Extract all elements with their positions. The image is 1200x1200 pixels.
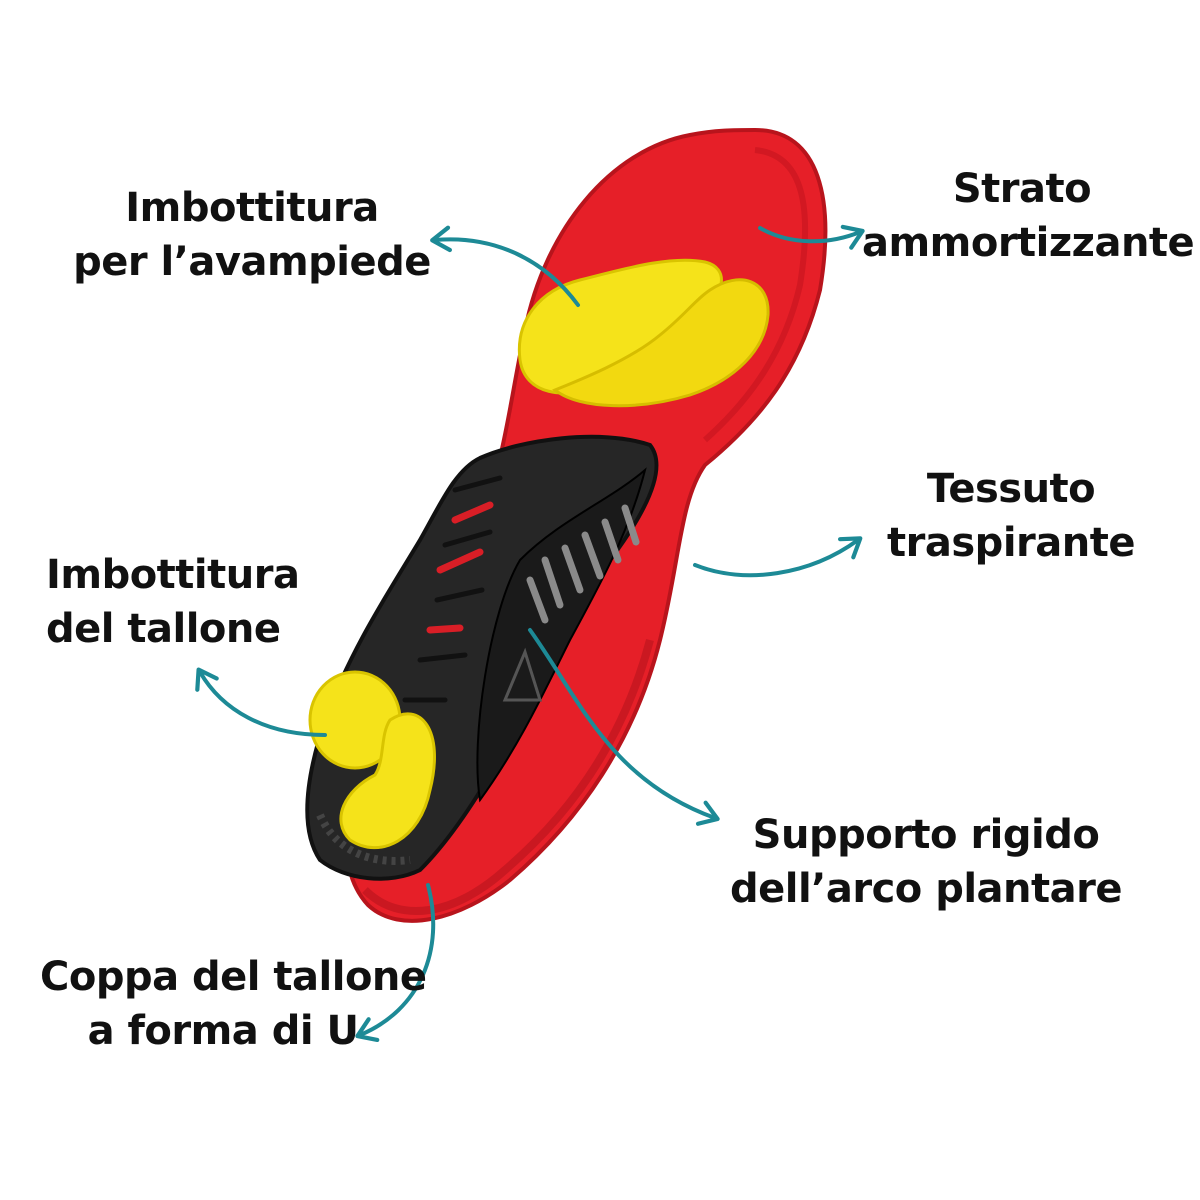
curved-arrow-icon (195, 667, 327, 737)
curved-arrow-icon (355, 883, 436, 1043)
curved-arrow-icon (528, 628, 720, 826)
heel-cup-label-line-1: Coppa del tallone (40, 954, 427, 1000)
shell-red-vents (426, 501, 494, 634)
cushion-layer-label-line-1: Strato (952, 166, 1092, 212)
heel-pad-label-line-1: Imbottitura (46, 552, 300, 598)
heel-pad-label: Imbottitura del tallone (46, 548, 316, 656)
arch-support-label-line-2: dell’arco plantare (730, 866, 1123, 912)
cushion-layer-label: Strato ammortizzante (862, 162, 1195, 270)
insole-top-rim (703, 147, 809, 443)
curved-arrow-icon (430, 225, 580, 307)
arch-ridge (476, 467, 647, 803)
arch-support-label: Supporto rigido dell’arco plantare (725, 808, 1127, 916)
heel-rim-texture (316, 813, 411, 865)
shell-slots (402, 475, 503, 703)
breathable-fabric-label-line-1: Tessuto (926, 466, 1096, 512)
heel-pad-label-line-2: del tallone (46, 606, 281, 652)
forefoot-pad-small (552, 278, 770, 408)
breathable-fabric-label: Tessuto traspirante (880, 462, 1142, 570)
curved-arrow-icon (693, 536, 863, 578)
insole-lower-edge (362, 638, 654, 915)
forefoot-pad-label: Imbottitura per l’avampiede (66, 181, 438, 289)
arch-triangle-mark (502, 647, 543, 702)
callout-arrows (195, 224, 865, 1043)
heel-pads (308, 670, 436, 850)
arch-support-label-line-1: Supporto rigido (752, 812, 1100, 858)
curved-arrow-icon (758, 224, 865, 250)
heel-cup-label: Coppa del tallone a forma di U (40, 950, 427, 1058)
heel-pad-oval (339, 712, 436, 850)
arch-ribs (526, 504, 640, 624)
cushion-layer-label-line-2: ammortizzante (862, 220, 1195, 266)
forefoot-pad-label-line-1: Imbottitura (125, 185, 379, 231)
breathable-fabric-label-line-2: traspirante (887, 520, 1135, 566)
heel-cup-label-line-2: a forma di U (87, 1008, 359, 1054)
forefoot-pad-label-line-2: per l’avampiede (73, 239, 431, 285)
